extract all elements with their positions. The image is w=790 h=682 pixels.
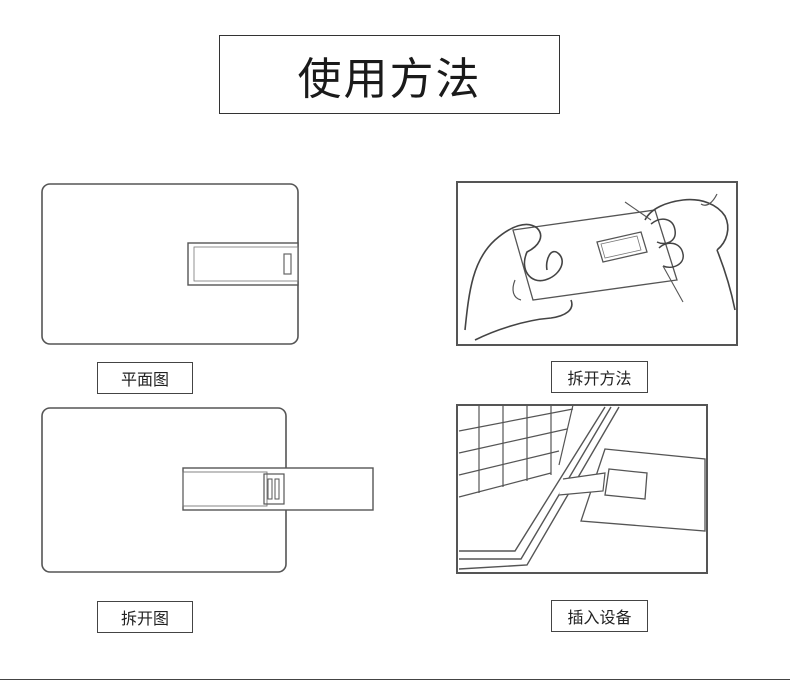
label-open-view: 拆开图 bbox=[97, 601, 193, 633]
card-open-method-illustration bbox=[456, 181, 738, 346]
bottom-divider bbox=[0, 679, 790, 680]
label-insert-device: 插入设备 bbox=[551, 600, 648, 632]
card-opened-illustration bbox=[41, 407, 374, 573]
page-title: 使用方法 bbox=[219, 35, 560, 114]
card-flat-illustration bbox=[41, 183, 299, 345]
card-insert-device-illustration bbox=[456, 404, 708, 574]
label-open-method: 拆开方法 bbox=[551, 361, 648, 393]
label-flat-view: 平面图 bbox=[97, 362, 193, 394]
